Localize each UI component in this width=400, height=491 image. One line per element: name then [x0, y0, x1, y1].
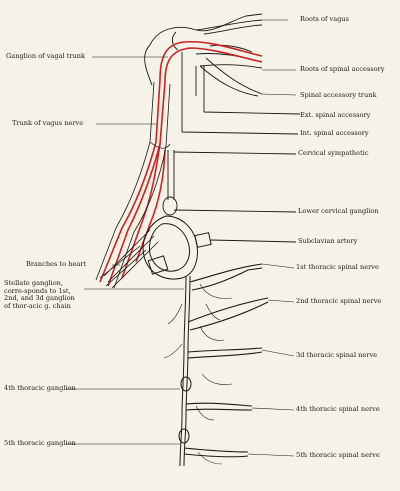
label-ganglion-of-vagal-trunk: Ganglion of vagal trunk [6, 52, 86, 60]
label-spinal-accessory-trunk: Spinal accessory trunk [300, 91, 377, 99]
sympathetic-chain [178, 275, 192, 467]
vagus-trunk [99, 40, 263, 287]
label-stellate-ganglion: Stellate ganglion, corre-sponds to 1st, … [4, 279, 75, 310]
label-2nd-thoracic-spinal-nerve: 2nd thoracic spinal nerve [296, 297, 382, 305]
label-roots-of-spinal-accessory: Roots of spinal accessory [300, 65, 385, 73]
label-trunk-of-vagus-nerve: Trunk of vagus nerve [12, 119, 84, 127]
cervical-sympathetic [162, 150, 297, 216]
label-cervical-sympathetic: Cervical sympathetic [298, 149, 369, 157]
label-ext-spinal-accessory: Ext. spinal accessory [300, 111, 371, 119]
spinal-accessory [181, 44, 301, 135]
label-1st-thoracic-spinal-nerve: 1st thoracic spinal nerve [296, 263, 379, 271]
label-subclavian-artery: Subclavian artery [298, 237, 358, 245]
ganglion-branches [163, 283, 233, 465]
label-int-spinal-accessory: Int. spinal accessory [300, 129, 369, 137]
thoracic-nerves [183, 263, 269, 458]
label-roots-of-vagus: Roots of vagus [300, 15, 350, 23]
vagus-outline [95, 81, 171, 289]
label-4th-thoracic-spinal-nerve: 4th thoracic spinal nerve [296, 405, 380, 413]
label-5th-thoracic-spinal-nerve: 5th thoracic spinal nerve [296, 451, 380, 459]
subclavian-loop [142, 215, 297, 280]
label-4th-thoracic-ganglion: 4th thoracic ganglion [4, 384, 76, 392]
cardiac-branches [99, 229, 159, 289]
label-3d-thoracic-spinal-nerve: 3d thoracic spinal nerve [296, 351, 378, 359]
label-lower-cervical-ganglion: Lower cervical ganglion [298, 207, 379, 215]
leader-lines [66, 19, 298, 457]
label-branches-to-heart: Branches to heart [26, 260, 87, 268]
vagus-roots [144, 13, 263, 86]
label-5th-thoracic-ganglion: 5th thoracic ganglion [4, 439, 76, 447]
